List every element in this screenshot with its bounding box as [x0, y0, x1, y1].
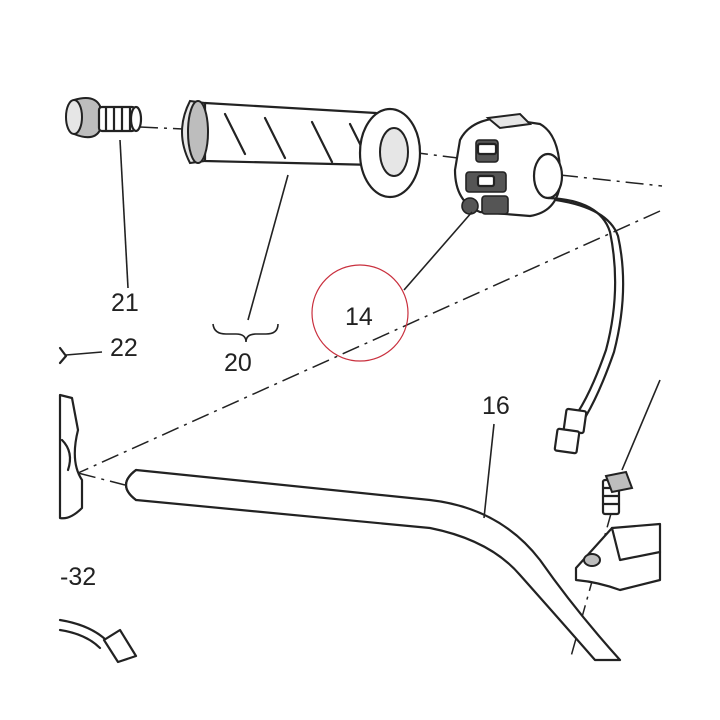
- part-22-fastener: [58, 346, 68, 365]
- lower-cable-end: [58, 618, 138, 664]
- callout-14: 14: [345, 303, 373, 331]
- part-14-switch-housing: [453, 112, 625, 455]
- highlight-circle: [311, 264, 409, 362]
- right-mount-clamp: [574, 470, 662, 592]
- callout-32: -32: [60, 563, 96, 591]
- part-16-handlebar: [124, 468, 622, 662]
- callout-16: 16: [482, 392, 510, 420]
- callout-21: 21: [111, 289, 139, 317]
- left-clamp-bracket: [58, 393, 84, 520]
- axis-lines: [77, 126, 663, 661]
- leader-lines: [65, 139, 661, 519]
- part-20-hand-grip: [181, 99, 422, 199]
- callout-22: 22: [110, 334, 138, 362]
- callout-20: 20: [224, 349, 252, 377]
- part-21-bar-end-weight: [65, 97, 143, 139]
